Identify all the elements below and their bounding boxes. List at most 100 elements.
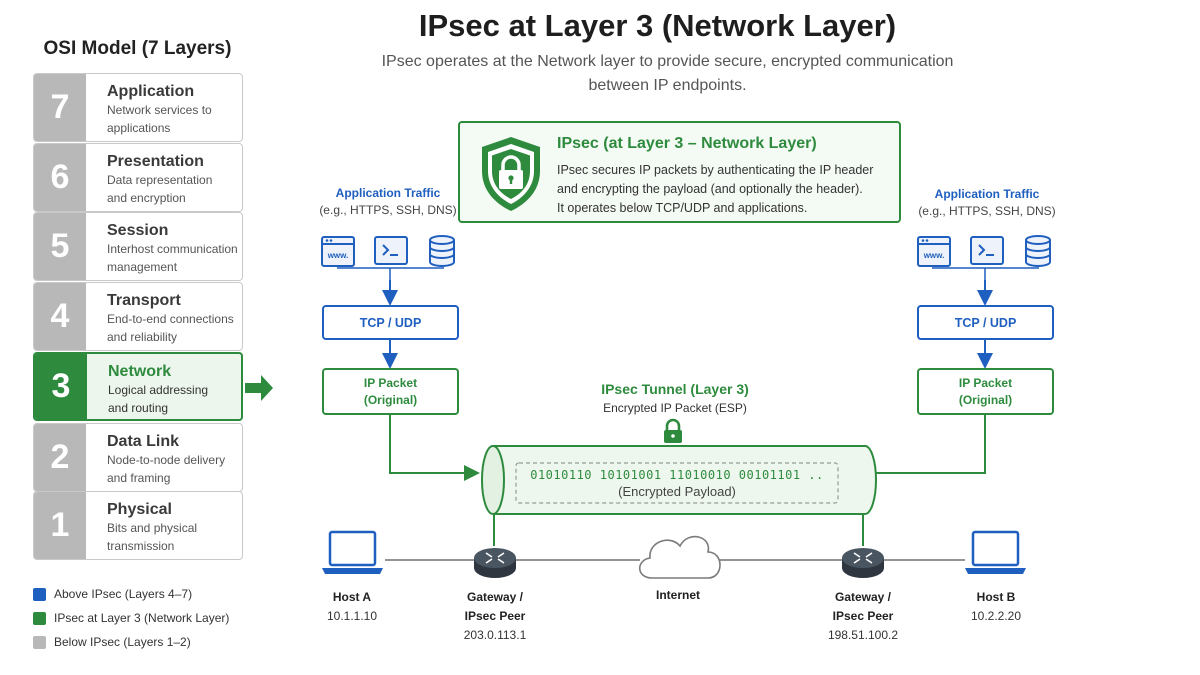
legend-label: IPsec at Layer 3 (Network Layer) xyxy=(54,611,230,625)
host-b-label: Host B 10.2.2.20 xyxy=(946,588,1046,626)
host-b-laptop-icon xyxy=(965,530,1026,574)
gateway-a-label: Gateway / IPsec Peer 203.0.113.1 xyxy=(445,588,545,645)
osi-title: OSI Model (7 Layers) xyxy=(43,38,232,59)
internet-label: Internet xyxy=(628,586,728,605)
legend-label: Below IPsec (Layers 1–2) xyxy=(54,635,191,649)
left-ip-to-tunnel-arrow xyxy=(389,415,480,481)
layer-number: 3 xyxy=(35,354,87,419)
layer-name: Network xyxy=(108,363,172,380)
left-app-title: Application Traffic xyxy=(335,186,441,200)
encrypted-bits: 01010110 10101001 11010010 00101101 .. xyxy=(530,468,824,482)
right-app-examples: (e.g., HTTPS, SSH, DNS) xyxy=(918,204,1056,218)
host-b-name: Host B xyxy=(976,590,1016,604)
legend-swatch-gray xyxy=(33,635,46,649)
legend-item-ipsec: IPsec at Layer 3 (Network Layer) xyxy=(33,611,229,625)
gateway-b-name-line-2: IPsec Peer xyxy=(832,609,894,623)
right-transport-box: TCP / UDP xyxy=(917,305,1054,340)
database-icon xyxy=(429,235,455,267)
layer-desc-line-2: management xyxy=(107,260,178,274)
layer-desc-line-1: Logical addressing xyxy=(108,383,209,397)
host-a-name: Host A xyxy=(332,590,372,604)
left-ip-packet-sub: (Original) xyxy=(363,392,418,407)
right-ip-packet-label: IP Packet xyxy=(958,375,1013,390)
ipsec-box-description: IPsec secures IP packets by authenticati… xyxy=(557,161,897,218)
host-a-laptop-icon xyxy=(322,530,383,574)
layer-desc-line-2: and encryption xyxy=(107,191,186,205)
layer-desc-line-2: and routing xyxy=(108,401,169,415)
layer-desc-line-2: and framing xyxy=(107,471,171,485)
internet-cloud-icon xyxy=(638,535,721,579)
internet-name: Internet xyxy=(655,588,700,602)
gateway-b-ip: 198.51.100.2 xyxy=(827,628,899,642)
terminal-icon xyxy=(970,236,1004,265)
gateway-b-name-line-1: Gateway / xyxy=(834,590,892,604)
right-ip-packet-sub: (Original) xyxy=(958,392,1013,407)
tunnel-title: IPsec Tunnel (Layer 3) xyxy=(601,381,749,397)
left-ip-packet-box: IP Packet (Original) xyxy=(322,368,459,415)
right-app-bracket xyxy=(932,267,1039,280)
layer-number: 6 xyxy=(34,144,86,211)
host-b-ip: 10.2.2.20 xyxy=(970,609,1022,623)
subtitle-line-1: IPsec operates at the Network layer to p… xyxy=(381,53,954,70)
web-browser-icon: www. xyxy=(321,236,355,267)
gateway-a-router-icon xyxy=(474,548,516,578)
layer-name: Physical xyxy=(107,501,172,518)
left-app-examples: (e.g., HTTPS, SSH, DNS) xyxy=(319,203,457,217)
layer-number: 7 xyxy=(34,74,86,141)
layer-desc-line-2: applications xyxy=(107,121,171,135)
right-ip-from-tunnel-line xyxy=(876,415,986,474)
layer-desc-line-1: Data representation xyxy=(107,173,213,187)
host-a-ip: 10.1.1.10 xyxy=(326,609,378,623)
terminal-icon xyxy=(374,236,408,265)
layer-number: 5 xyxy=(34,213,86,280)
shield-lock-icon xyxy=(482,137,540,211)
host-a-label: Host A 10.1.1.10 xyxy=(302,588,402,626)
ipsec-desc-line-3: It operates below TCP/UDP and applicatio… xyxy=(557,201,808,215)
gateway-a-name-line-1: Gateway / xyxy=(466,590,524,604)
layer-name: Presentation xyxy=(107,153,204,170)
right-app-title: Application Traffic xyxy=(934,187,1040,201)
layer-desc-line-1: Bits and physical xyxy=(107,521,198,535)
layer-name: Data Link xyxy=(107,433,180,450)
gateway-a-ip: 203.0.113.1 xyxy=(463,628,527,642)
gateway-a-name-line-2: IPsec Peer xyxy=(464,609,526,623)
ipsec-desc-line-2: and encrypting the payload (and optional… xyxy=(557,182,863,196)
layer-name: Application xyxy=(107,83,195,100)
ipsec-box-title: IPsec (at Layer 3 – Network Layer) xyxy=(557,135,817,152)
layer-desc-line-2: and reliability xyxy=(107,330,178,344)
left-ip-packet-label: IP Packet xyxy=(363,375,418,390)
legend-swatch-green xyxy=(33,611,46,625)
tunnel-left-end xyxy=(481,445,505,515)
layer-desc-line-2: transmission xyxy=(107,539,175,553)
left-transport-box: TCP / UDP xyxy=(322,305,459,340)
ipsec-info-box: IPsec (at Layer 3 – Network Layer) IPsec… xyxy=(458,121,901,223)
right-app-traffic-label: Application Traffic (e.g., HTTPS, SSH, D… xyxy=(897,186,1077,220)
layer-desc-line-1: Interhost communication xyxy=(107,242,238,256)
ipsec-desc-line-1: IPsec secures IP packets by authenticati… xyxy=(557,163,874,177)
legend-item-above: Above IPsec (Layers 4–7) xyxy=(33,587,192,601)
tunnel-subtitle: Encrypted IP Packet (ESP) xyxy=(603,401,747,415)
svg-text:www.: www. xyxy=(327,251,349,260)
layer-name: Transport xyxy=(107,292,181,309)
page-subtitle: IPsec operates at the Network layer to p… xyxy=(355,50,980,98)
layer-desc-line-1: End-to-end connections xyxy=(107,312,234,326)
right-ip-packet-box: IP Packet (Original) xyxy=(917,368,1054,415)
left-app-bracket xyxy=(337,267,444,280)
legend-swatch-blue xyxy=(33,587,46,601)
layer-desc-line-1: Network services to xyxy=(107,103,212,117)
gateway-b-router-icon xyxy=(842,548,884,578)
layer-desc-line-1: Node-to-node delivery xyxy=(107,453,226,467)
subtitle-line-2: between IP endpoints. xyxy=(588,77,747,94)
svg-text:www.: www. xyxy=(923,251,945,260)
legend-item-below: Below IPsec (Layers 1–2) xyxy=(33,635,191,649)
layer-number: 1 xyxy=(34,492,86,559)
layer-number: 4 xyxy=(34,283,86,350)
layer-pointer-arrow-icon xyxy=(245,375,273,401)
legend-label: Above IPsec (Layers 4–7) xyxy=(54,587,193,601)
